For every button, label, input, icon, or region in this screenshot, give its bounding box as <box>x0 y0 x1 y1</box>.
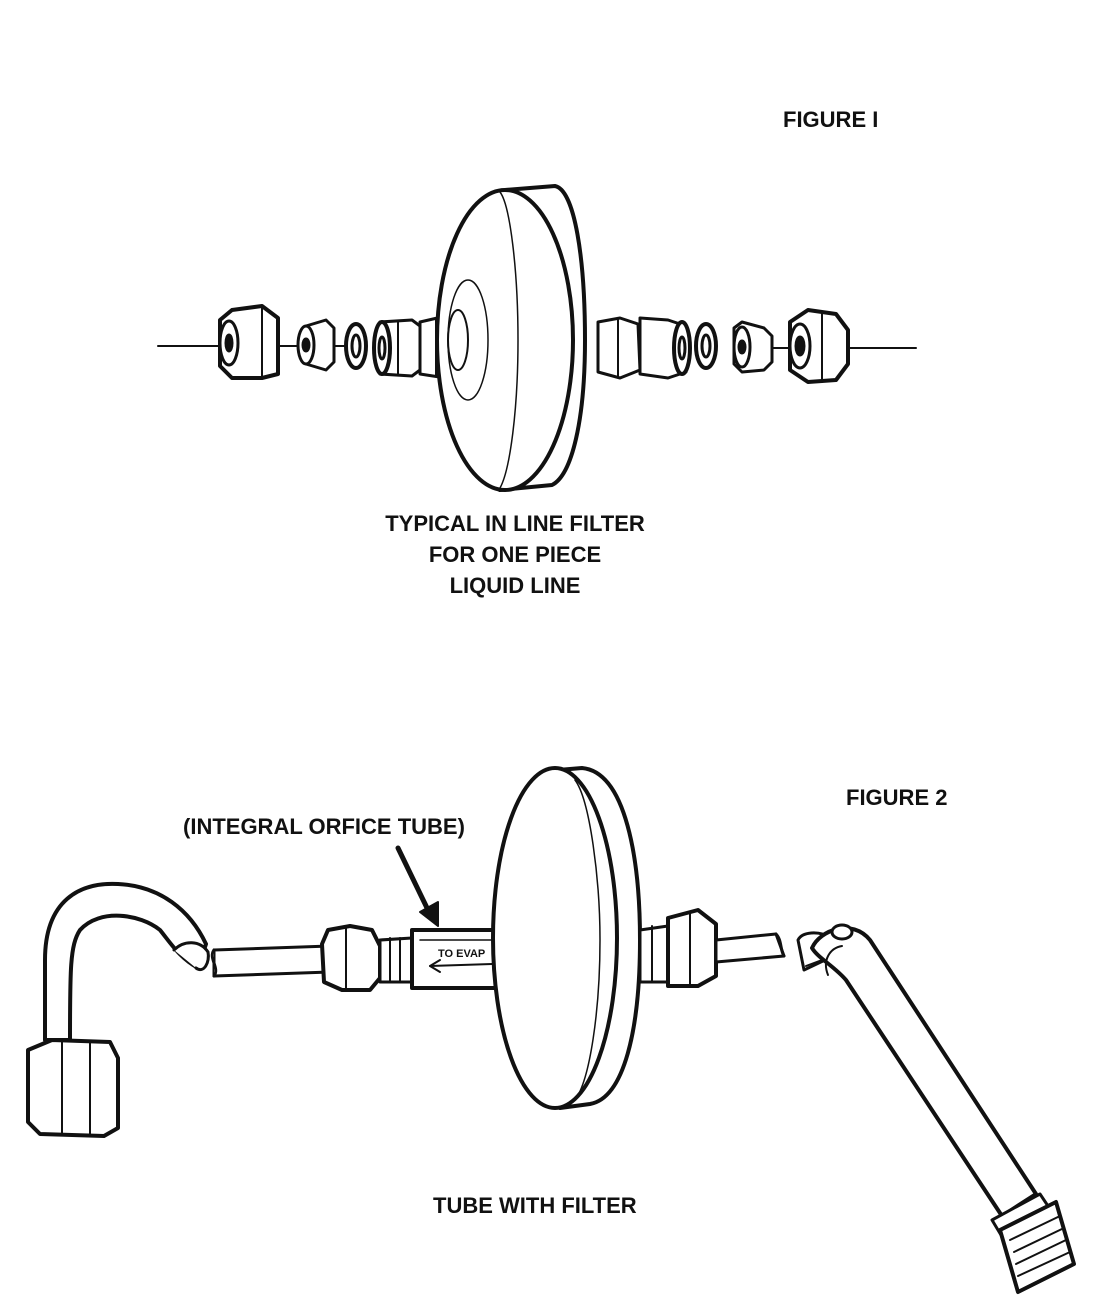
left-fitting <box>320 924 414 992</box>
inline-filter-drum <box>435 184 587 492</box>
figure-2-caption: TUBE WITH FILTER <box>433 1193 637 1218</box>
right-flare-nut <box>788 308 850 384</box>
figure-2-label: FIGURE 2 <box>846 785 948 810</box>
right-straight-tube <box>714 932 786 964</box>
figure-1-exploded-filter <box>157 184 917 492</box>
figure-1-caption: TYPICAL IN LINE FILTER FOR ONE PIECE LIQ… <box>360 508 670 601</box>
figure-1-caption-line-2: FOR ONE PIECE <box>428 542 602 567</box>
right-ferrule <box>732 320 774 374</box>
right-o-ring <box>694 322 718 370</box>
figure-2-tube-with-filter: TO EVAP <box>26 766 1076 1294</box>
threaded-end-fitting <box>990 1192 1076 1294</box>
left-hex-nut <box>26 1038 120 1138</box>
right-coupling <box>596 316 692 380</box>
figure-1-label: FIGURE I <box>783 107 879 132</box>
left-straight-tube <box>210 944 332 978</box>
left-ferrule <box>296 318 336 372</box>
left-bent-tube <box>43 881 210 1042</box>
right-angled-tube <box>796 923 1038 1218</box>
left-o-ring <box>344 322 368 370</box>
callout-arrow <box>395 845 439 927</box>
figure-1-caption-line-1: TYPICAL IN LINE FILTER <box>385 511 645 536</box>
figure-1-caption-line-3: LIQUID LINE <box>449 573 581 598</box>
filter-drum <box>491 766 642 1110</box>
left-flare-nut <box>218 304 280 380</box>
right-fitting <box>638 908 718 988</box>
integral-orifice-tube-callout: (INTEGRAL ORFICE TUBE) <box>183 814 465 839</box>
to-evap-marking: TO EVAP <box>438 948 485 960</box>
